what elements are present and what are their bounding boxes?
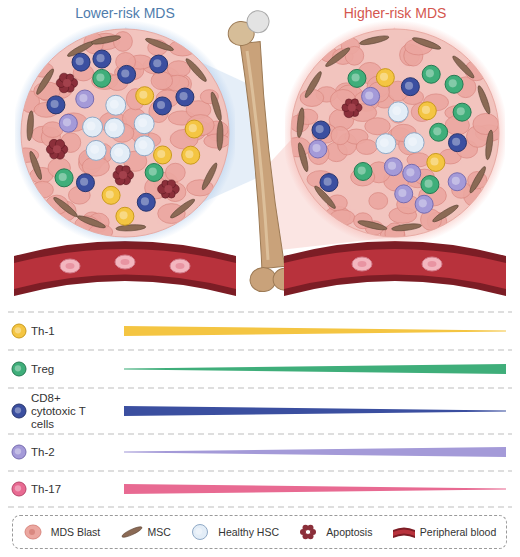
trend-wedge [124, 484, 506, 494]
legend-item: MDS Blast [23, 522, 101, 542]
blood-vessel [284, 241, 506, 296]
legend-icon [120, 522, 144, 542]
cell-type-label: CD8+ cytotoxic T cells [31, 392, 97, 431]
legend-item: Apoptosis [298, 522, 372, 542]
panel-heading: Lower-risk MDS [15, 0, 235, 22]
legend: MDS Blast MSC Healthy HSC Apoptosis Peripher… [12, 515, 507, 549]
legend-text: Healthy HSC [218, 526, 279, 538]
trend-wedge [124, 326, 506, 336]
legend-icon [298, 522, 322, 542]
legend-item: Healthy HSC [190, 522, 279, 542]
trend-row [12, 404, 506, 418]
trend-row [12, 482, 506, 496]
marrow-illustration [15, 29, 230, 240]
legend-icon [392, 522, 416, 542]
cell-type-label: Th-17 [31, 483, 61, 496]
blood-vessel [14, 241, 236, 296]
cell-type-label: Treg [31, 363, 54, 376]
trend-wedge [124, 364, 506, 374]
legend-icon [190, 522, 214, 542]
row-separator [8, 312, 512, 507]
legend-icon [23, 522, 47, 542]
marrow-circle [15, 0, 235, 242]
trend-row [12, 362, 506, 376]
cell-type-label: Th-1 [31, 325, 55, 338]
marrow-node: Lower-risk MDS [15, 0, 235, 242]
trend-row [12, 324, 506, 338]
cell-type-label: Th-2 [31, 446, 55, 459]
panel-heading: Higher-risk MDS [285, 0, 505, 22]
marrow-node: Higher-risk MDS [285, 0, 505, 242]
legend-text: MDS Blast [51, 526, 101, 538]
legend-text: Apoptosis [326, 526, 372, 538]
legend-text: MSC [148, 526, 171, 538]
marrow-circle [285, 0, 505, 242]
trend-wedge [124, 447, 506, 457]
marrow-illustration [285, 29, 502, 242]
trend-wedge [124, 406, 506, 416]
legend-item: Peripheral blood [392, 522, 496, 542]
legend-item: MSC [120, 522, 171, 542]
trend-row [12, 445, 506, 459]
legend-text: Peripheral blood [420, 526, 496, 538]
